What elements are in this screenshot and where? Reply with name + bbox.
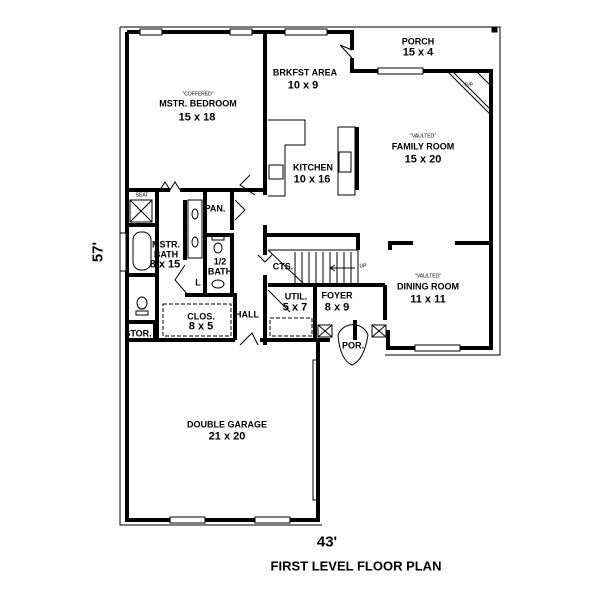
dining-room-note: "VAULTED" xyxy=(415,273,441,280)
dining-room-size: 11 x 11 xyxy=(410,293,446,306)
windows xyxy=(119,28,461,524)
linen-label: L xyxy=(195,277,201,288)
dining-room-label: DINING ROOM xyxy=(397,281,459,292)
kitchen-label: KITCHEN xyxy=(293,162,333,173)
shower-seat-label: SEAT xyxy=(135,192,149,199)
porch-size: 15 x 4 xyxy=(402,46,434,59)
width-dimension: 43' xyxy=(316,533,338,551)
foyer-label: FOYER xyxy=(321,290,353,301)
foyer-closets xyxy=(317,324,387,338)
utility-size: 5 x 7 xyxy=(282,301,308,314)
plan-title: FIRST LEVEL FLOOR PLAN xyxy=(270,558,442,574)
kitchen-counters xyxy=(268,119,356,197)
stairs-up-label: UP xyxy=(359,263,367,270)
foyer-size: 8 x 9 xyxy=(324,301,350,314)
master-bedroom-note: "COFFERED" xyxy=(182,91,214,98)
porch-label: PORCH xyxy=(401,36,435,47)
fireplace-label: F/P xyxy=(465,82,473,89)
half-bath-label-2: BATH xyxy=(207,266,233,277)
master-bath-label-2: BATH xyxy=(153,249,179,260)
family-room-label: FAMILY ROOM xyxy=(391,141,455,152)
pantry-label: PAN. xyxy=(204,203,226,214)
family-room-size: 15 x 20 xyxy=(404,153,442,166)
outer-outline xyxy=(119,26,501,526)
master-bedroom-label: MSTR. BEDROOM xyxy=(159,98,237,109)
stairs xyxy=(267,249,359,286)
doors xyxy=(159,44,369,366)
master-bedroom-size: 15 x 18 xyxy=(178,111,216,124)
hall-label: HALL xyxy=(235,309,259,320)
breakfast-size: 10 x 9 xyxy=(287,79,319,92)
closet-size: 8 x 5 xyxy=(188,320,214,333)
half-bath-label-1: 1/2 xyxy=(213,256,227,267)
utility-label: UTIL. xyxy=(284,291,308,302)
walls xyxy=(125,30,493,522)
breakfast-label: BRKFST AREA xyxy=(272,67,338,78)
front-porch-label: POR. xyxy=(341,340,365,351)
master-bath-size: 8 x 15 xyxy=(149,258,181,271)
closet-label: CLOS. xyxy=(187,311,215,322)
garage-door xyxy=(312,359,318,501)
garage-size: 21 x 20 xyxy=(208,430,246,443)
porch-post xyxy=(491,26,498,33)
storage-label: STOR. xyxy=(124,328,152,339)
depth-dimension: 57' xyxy=(89,241,107,263)
garage-label: DOUBLE GARAGE xyxy=(186,419,268,430)
master-bath-label-1: MSTR. xyxy=(152,239,180,250)
fireplace xyxy=(446,70,492,116)
family-room-note: "VAULTED" xyxy=(410,133,436,140)
kitchen-size: 10 x 16 xyxy=(293,173,331,186)
cts-label: CTS. xyxy=(272,261,294,272)
bath-fixtures xyxy=(129,199,313,337)
